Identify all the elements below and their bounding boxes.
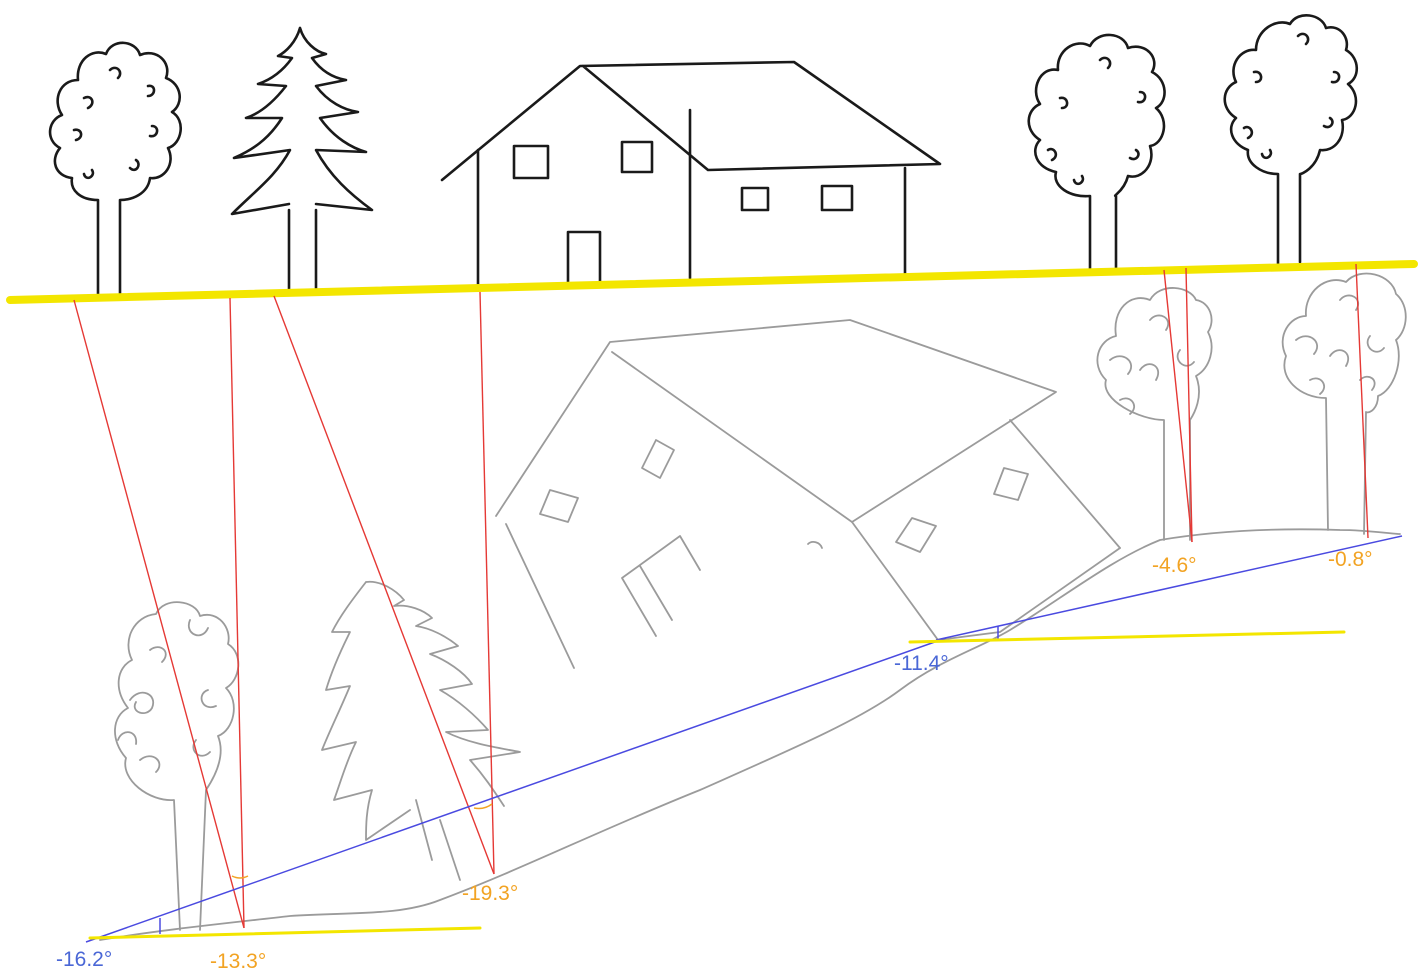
projection-line-tree-right-1b [1186, 268, 1192, 542]
angle-arc-tree-left [232, 876, 248, 878]
reference-scene [50, 15, 1357, 294]
tree-right-2-angle-label: -0.8° [1328, 548, 1373, 571]
tree-left-angle-label: -13.3° [210, 950, 266, 973]
reference-fir-tree [232, 28, 372, 290]
baseline-right [910, 632, 1344, 642]
tilted-ground [100, 529, 1400, 940]
fir-angle-label: -19.3° [462, 882, 518, 905]
tilted-scene [100, 273, 1406, 940]
projection-lines [74, 264, 1368, 928]
slope-angle-left-label: -16.2° [56, 948, 112, 971]
slope-lines [86, 536, 1402, 942]
tree-right-1-angle-label: -4.6° [1152, 554, 1197, 577]
tilted-tree-right-1 [1097, 288, 1211, 540]
tilted-tree-left [115, 602, 238, 930]
reference-house [442, 62, 940, 284]
reference-tree-1 [50, 43, 181, 294]
projection-line-tree-left-vertical [230, 298, 244, 928]
tilted-house [496, 320, 1120, 668]
projection-line-fir [274, 296, 494, 874]
reference-tree-3 [1225, 15, 1357, 264]
projection-line-house [480, 292, 494, 874]
projection-line-tree-right-2 [1356, 264, 1368, 538]
reference-tree-2 [1029, 35, 1165, 270]
reference-ground-line [10, 264, 1414, 300]
projection-line-tree-right-1a [1164, 270, 1192, 542]
tilted-tree-right-2 [1283, 273, 1406, 534]
projection-line-tree-left [74, 300, 244, 928]
slope-angle-right-label: -11.4° [894, 652, 949, 675]
